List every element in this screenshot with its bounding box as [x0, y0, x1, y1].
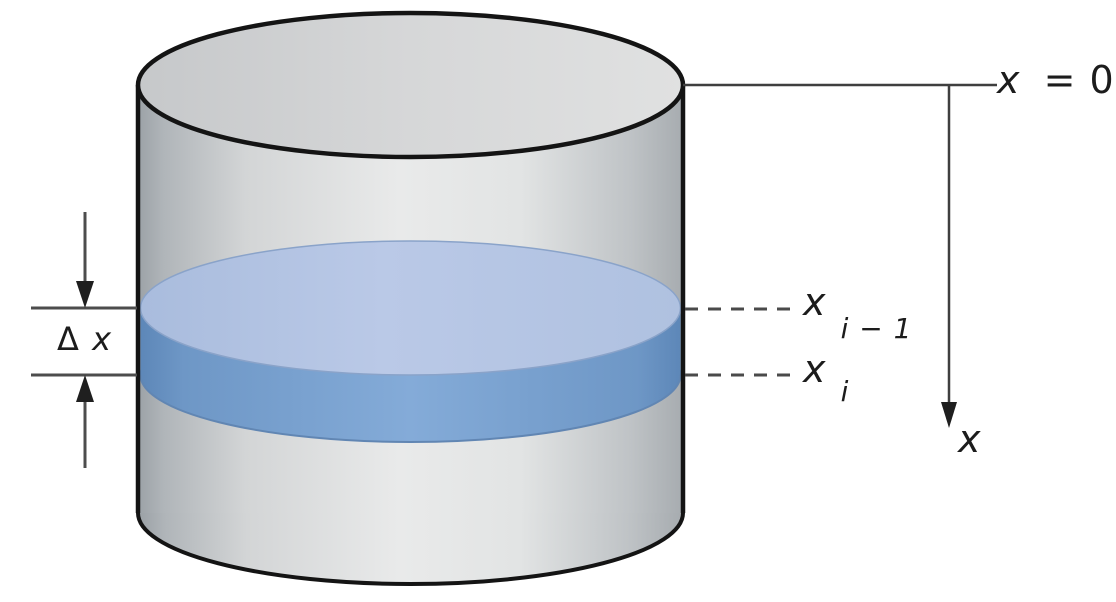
cylinder-top-face: [135, 10, 686, 160]
delta-x-label: Δ x: [57, 320, 112, 358]
x-i-label: x i: [802, 347, 849, 408]
x-axis-arrowhead-icon: [941, 402, 957, 428]
x-axis-label: x: [957, 417, 982, 461]
water-slab: [139, 240, 682, 443]
x-i-minus-1-label: x i − 1: [802, 280, 912, 345]
cylinder-tank: [135, 10, 686, 586]
slab-depth-callouts: x i − 1 x i: [685, 280, 912, 408]
thickness-indicator: Δ x: [31, 212, 137, 468]
up-arrowhead-icon: [76, 375, 94, 402]
slab-top-face: [139, 240, 682, 376]
depth-axis: x = 0 x: [683, 58, 1115, 461]
x-equals-zero-label: x = 0: [996, 58, 1115, 102]
down-arrowhead-icon: [76, 281, 94, 308]
